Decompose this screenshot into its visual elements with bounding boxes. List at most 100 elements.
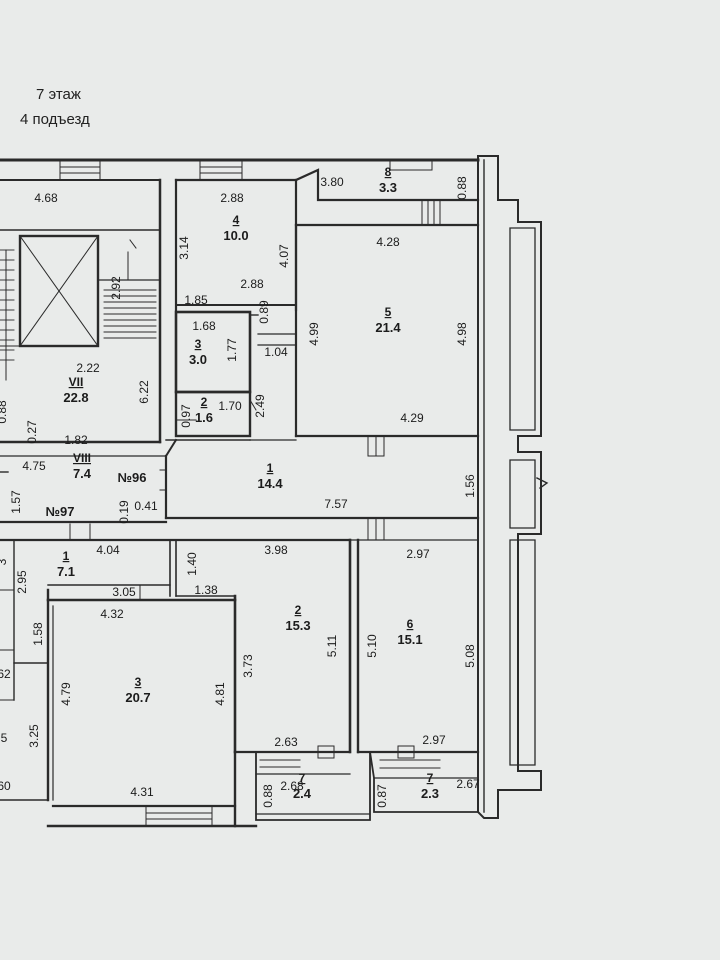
dimension-label: 3.98	[264, 543, 288, 557]
room-number: 3	[135, 675, 142, 689]
room-number: 1	[63, 549, 70, 563]
dimension-label: 1.04	[264, 345, 288, 359]
dimension-label: 2.22	[76, 361, 100, 375]
room-walls-lower	[0, 538, 480, 802]
floor-label: 7 этаж	[36, 86, 81, 103]
room-area: 10.0	[223, 228, 248, 243]
balcony-walls	[255, 750, 479, 821]
dimension-label: 4.32	[100, 607, 124, 621]
dimension-label: 6.22	[137, 380, 151, 404]
room-number: 7	[299, 771, 306, 785]
room-area: 15.3	[285, 618, 310, 633]
room-walls-common	[0, 438, 178, 520]
dimension-label: 4.81	[213, 682, 227, 706]
dimension-label: 1.57	[9, 490, 23, 514]
entrance-label: 4 подъезд	[20, 111, 90, 128]
dimension-label: 1.58	[31, 622, 45, 646]
stair-block	[0, 178, 162, 444]
dimension-label: 1.68	[192, 319, 216, 333]
dimension-label: 4.31	[130, 785, 154, 799]
dimension-label: 1.70	[218, 399, 242, 413]
room-walls-upper	[174, 178, 480, 457]
flat-number: №96	[118, 470, 147, 485]
room-area: 15.1	[397, 632, 422, 647]
dimension-label: 0.27	[25, 420, 39, 444]
dimension-label: 2.67	[456, 777, 480, 791]
dimension-label: 62	[0, 667, 11, 681]
dimension-label: 2.95	[15, 570, 29, 594]
room-number: 5	[385, 305, 392, 319]
dimension-label: 0.88	[261, 784, 275, 808]
dimension-label: 5	[1, 731, 8, 745]
dimension-label: 3.14	[177, 236, 191, 260]
dimension-label: 4.07	[277, 244, 291, 268]
room-area: 14.4	[257, 476, 283, 491]
dimension-label: 2.88	[220, 191, 244, 205]
room-area: 20.7	[125, 690, 150, 705]
room-number: VIII	[73, 451, 91, 465]
dimension-label: 0.88	[0, 400, 9, 424]
dimension-label: 2.63	[274, 735, 298, 749]
room-number: 4	[233, 213, 240, 227]
dimension-label: 5.11	[325, 634, 339, 657]
dimension-label: 4.98	[455, 322, 469, 346]
dimension-label: 4.04	[96, 543, 120, 557]
dimension-label: 2.97	[406, 547, 430, 561]
room-area: 3.0	[189, 352, 207, 367]
dimension-label: 0.41	[134, 499, 158, 513]
room-area: 1.6	[195, 410, 213, 425]
dimension-label: 2.88	[240, 277, 264, 291]
room-number: 3	[195, 337, 202, 351]
dimension-label: 0.97	[179, 404, 193, 428]
dimension-label: 1.38	[194, 583, 218, 597]
room-walls-wc	[165, 310, 297, 441]
dimension-label: 4.75	[22, 459, 46, 473]
dimension-label: 0.89	[257, 300, 271, 324]
room-number: 6	[407, 617, 414, 631]
room-area: 2.4	[293, 786, 312, 801]
dimension-label: 3.73	[241, 654, 255, 678]
dimension-label: 3.25	[27, 724, 41, 748]
dimension-ticks	[127, 239, 257, 421]
room-area: 3.3	[379, 180, 397, 195]
dimension-label: 1.56	[463, 474, 477, 498]
dimension-label: 2.68	[280, 779, 304, 793]
dimension-label: 0.88	[455, 176, 469, 200]
room-area: 7.1	[57, 564, 75, 579]
dimension-label: 4.28	[376, 235, 400, 249]
room-number: 1	[267, 461, 274, 475]
dimension-label: 1.77	[225, 338, 239, 362]
room-number: 2	[295, 603, 302, 617]
room-walls-bottom	[0, 750, 258, 828]
dimension-label: 4.99	[307, 322, 321, 346]
dimension-label: 5.08	[463, 644, 477, 668]
flat-number: №97	[46, 504, 75, 519]
dimension-label: 4.29	[400, 411, 424, 425]
outer-wall-top	[0, 158, 480, 202]
dimension-label: 7.57	[324, 497, 348, 511]
outer-wall-right	[477, 155, 549, 819]
dimension-label: 0.87	[375, 784, 389, 808]
dimension-label: 2.97	[422, 733, 446, 747]
room-area: 22.8	[63, 390, 88, 405]
dimension-label: 3.80	[320, 175, 344, 189]
dimension-label: 2.92	[109, 276, 123, 300]
room-number: VII	[69, 375, 84, 389]
room-area: 21.4	[375, 320, 401, 335]
dimension-label: 1.85	[184, 293, 208, 307]
corridor-walls	[0, 516, 480, 542]
dimension-label: 5.10	[365, 634, 379, 658]
dimension-label: 60	[0, 779, 11, 793]
room-area: 2.3	[421, 786, 439, 801]
dimension-label: 0.19	[117, 500, 131, 524]
dimension-label: 1.40	[185, 552, 199, 576]
room-number: 7	[427, 771, 434, 785]
dimension-label: 2.49	[253, 394, 267, 418]
dimension-label: 1.82	[64, 433, 88, 447]
room-number: 8	[385, 165, 392, 179]
dimension-label: 4.68	[34, 191, 58, 205]
room-area: 7.4	[73, 466, 92, 481]
